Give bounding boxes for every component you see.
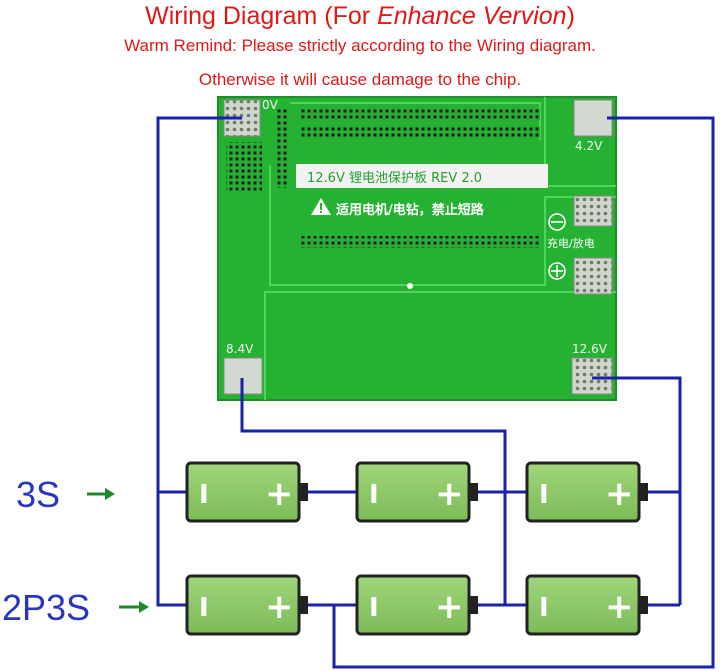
title-prefix: Wiring Diagram (For	[145, 2, 378, 30]
positive-terminal: +	[435, 587, 464, 627]
minus-symbol-icon	[548, 213, 566, 231]
pad-4v2	[573, 99, 613, 137]
product-label: 12.6V 锂电池保护板 REV 2.0	[307, 171, 482, 186]
pad-negative	[573, 195, 613, 227]
label-4v2: 4.2V	[575, 139, 603, 153]
positive-terminal: +	[605, 474, 634, 514]
wire-12v6	[592, 376, 682, 605]
charge-discharge-label: 充电/放电	[547, 236, 595, 250]
via-holes-left-2	[276, 108, 288, 188]
arrow-right-icon	[119, 601, 149, 613]
positive-terminal: +	[265, 587, 294, 627]
title-italic: Enhance Vervion	[377, 2, 567, 30]
negative-terminal: I	[199, 480, 209, 510]
battery-cell: I +	[525, 461, 648, 523]
protection-board: 0V 4.2V 8.4V 12.6V 12.6V 锂电池保护板 REV 2.0 …	[217, 96, 617, 401]
warning-label: 适用电机/电钻，禁止短路	[336, 202, 485, 218]
battery-row-3s: I + I + I +	[185, 461, 648, 523]
battery-cell: I +	[185, 461, 308, 523]
via-holes-left	[226, 142, 262, 192]
config-label-2p3s: 2P3S	[2, 587, 90, 628]
pcb-trace	[264, 291, 616, 400]
config-label-3s: 3S	[16, 474, 60, 515]
via-holes-top	[300, 108, 540, 120]
via-holes-top-2	[300, 126, 540, 138]
battery-cell: I +	[185, 574, 308, 636]
arrow-right-icon	[87, 488, 115, 500]
negative-terminal: I	[539, 480, 549, 510]
wire-8v4	[240, 378, 507, 605]
title-suffix: )	[566, 2, 575, 30]
plus-symbol-icon	[548, 262, 566, 280]
wire-0v	[156, 116, 242, 607]
negative-terminal: I	[199, 593, 209, 623]
wires	[156, 116, 715, 669]
battery-cell: I +	[355, 574, 478, 636]
warning-icon	[311, 198, 331, 215]
battery-cell: I +	[525, 574, 648, 636]
warm-remind-text: Warm Remind: Please strictly according t…	[124, 36, 596, 55]
wire-4v2	[332, 116, 715, 669]
pad-positive	[573, 257, 613, 295]
negative-terminal: I	[369, 593, 379, 623]
battery-row-2p3s: I + I + I +	[185, 574, 648, 636]
product-label-box	[296, 164, 548, 188]
page-title: Wiring Diagram (For Enhance Vervion)	[0, 2, 720, 31]
pcb-component	[407, 283, 413, 289]
positive-terminal: +	[605, 587, 634, 627]
negative-terminal: I	[539, 593, 549, 623]
battery-cell: I +	[355, 461, 478, 523]
pad-12v6	[571, 357, 613, 395]
via-holes-middle	[300, 236, 540, 248]
pcb-trace	[269, 165, 616, 286]
positive-terminal: +	[265, 474, 294, 514]
positive-terminal: +	[435, 474, 464, 514]
label-12v6: 12.6V	[572, 342, 608, 356]
label-0v: 0V	[262, 98, 279, 112]
negative-terminal: I	[369, 480, 379, 510]
damage-warning-text: Otherwise it will cause damage to the ch…	[198, 70, 522, 89]
label-8v4: 8.4V	[226, 342, 254, 356]
